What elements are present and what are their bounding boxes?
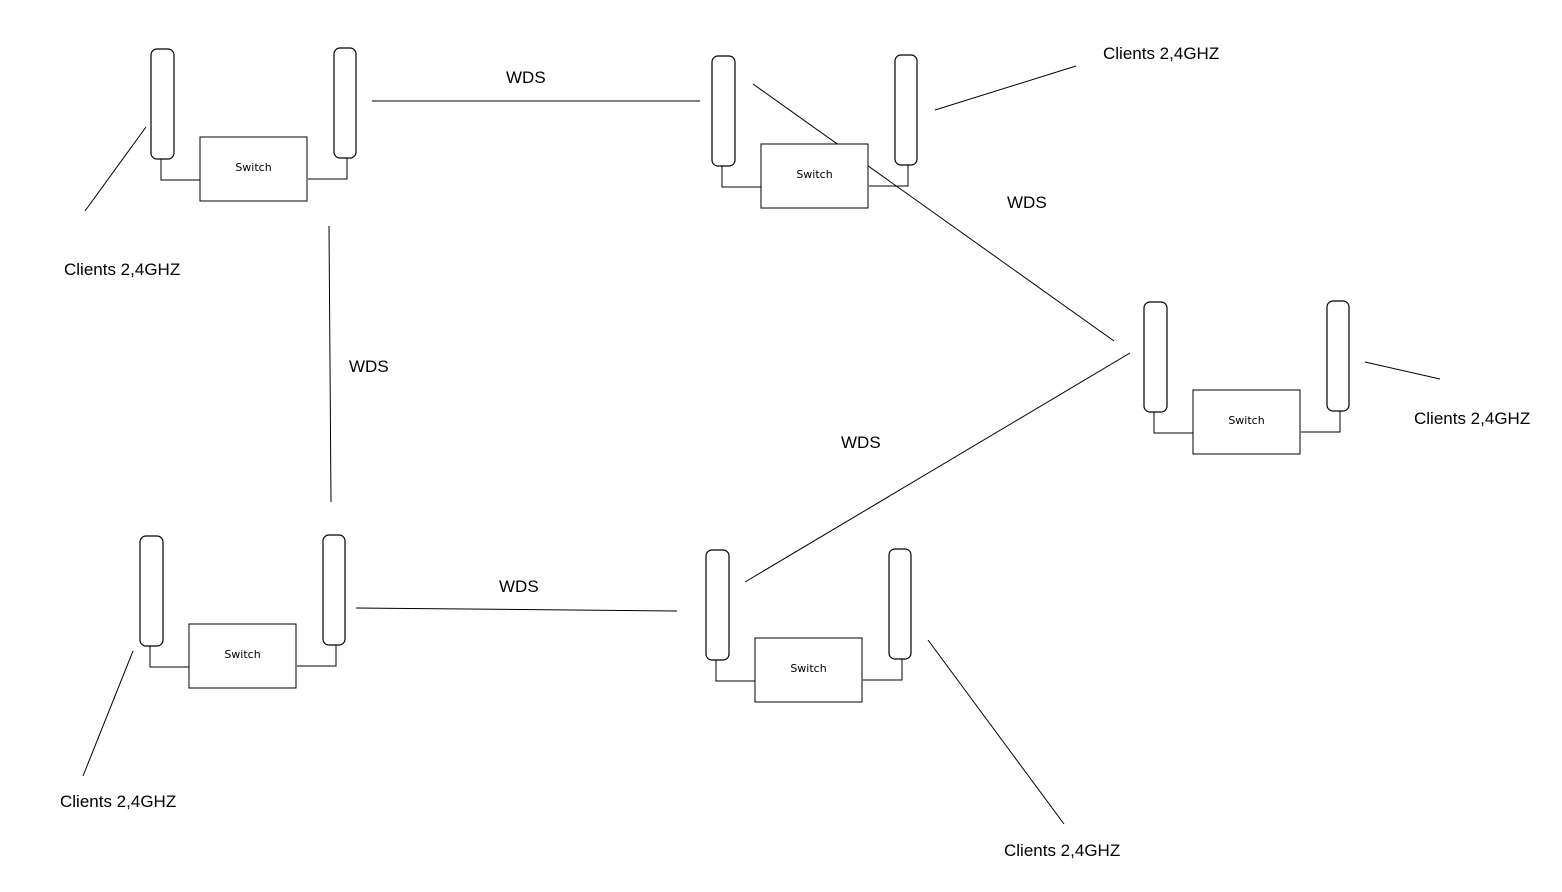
wds-label: WDS	[841, 433, 881, 452]
access-point-4: Switch	[139, 534, 346, 689]
wds-link-1-4: WDS	[328, 225, 389, 503]
antenna-cable	[721, 166, 761, 188]
antenna-icon	[333, 47, 357, 159]
clients-ap-4: Clients 2,4GHZ	[60, 650, 176, 811]
antenna-cable	[308, 158, 348, 180]
wds-label: WDS	[506, 68, 546, 87]
access-point-2: Switch	[711, 54, 918, 209]
antenna-icon	[705, 549, 730, 661]
antenna-icon	[1326, 300, 1350, 412]
wds-label: WDS	[349, 357, 389, 376]
switch-label: Switch	[790, 662, 826, 675]
switch-box	[199, 136, 308, 202]
antenna-cable	[863, 659, 903, 681]
wds-link-1-2: WDS	[372, 68, 700, 102]
wds-link-5-3: WDS	[744, 352, 1131, 583]
antenna-icon	[888, 548, 912, 660]
switch-box	[1192, 389, 1301, 455]
clients-ap-5: Clients 2,4GHZ	[927, 639, 1120, 860]
access-point-5: Switch	[705, 548, 912, 703]
clients-ap-3: Clients 2,4GHZ	[1364, 361, 1530, 428]
antenna-cable	[297, 645, 337, 667]
wds-label: WDS	[1007, 193, 1047, 212]
antenna-icon	[322, 534, 346, 646]
antenna-cable	[715, 660, 755, 682]
access-point-1: Switch	[150, 47, 357, 202]
clients-ap-2: Clients 2,4GHZ	[934, 44, 1219, 111]
clients-label: Clients 2,4GHZ	[1004, 841, 1120, 860]
antenna-cable	[1301, 411, 1341, 433]
switch-label: Switch	[796, 168, 832, 181]
switch-box	[760, 143, 869, 209]
antenna-icon	[1143, 301, 1168, 413]
access-point-3: Switch	[1143, 300, 1350, 455]
wds-link-2-3: WDS	[752, 83, 1115, 342]
switch-box	[188, 623, 297, 689]
clients-ap-1: Clients 2,4GHZ	[64, 126, 180, 279]
antenna-icon	[711, 55, 736, 167]
clients-label: Clients 2,4GHZ	[60, 792, 176, 811]
wds-link-4-5: WDS	[355, 577, 678, 612]
clients-label: Clients 2,4GHZ	[64, 260, 180, 279]
antenna-cable	[1153, 412, 1193, 434]
antenna-cable	[869, 165, 909, 187]
antenna-cable	[160, 159, 200, 181]
switch-box	[754, 637, 863, 703]
antenna-cable	[149, 646, 189, 668]
switch-label: Switch	[235, 161, 271, 174]
switch-label: Switch	[224, 648, 260, 661]
clients-label: Clients 2,4GHZ	[1103, 44, 1219, 63]
switch-label: Switch	[1228, 414, 1264, 427]
antenna-icon	[150, 48, 175, 160]
antenna-icon	[139, 535, 164, 647]
wds-label: WDS	[499, 577, 539, 596]
clients-label: Clients 2,4GHZ	[1414, 409, 1530, 428]
antenna-icon	[894, 54, 918, 166]
